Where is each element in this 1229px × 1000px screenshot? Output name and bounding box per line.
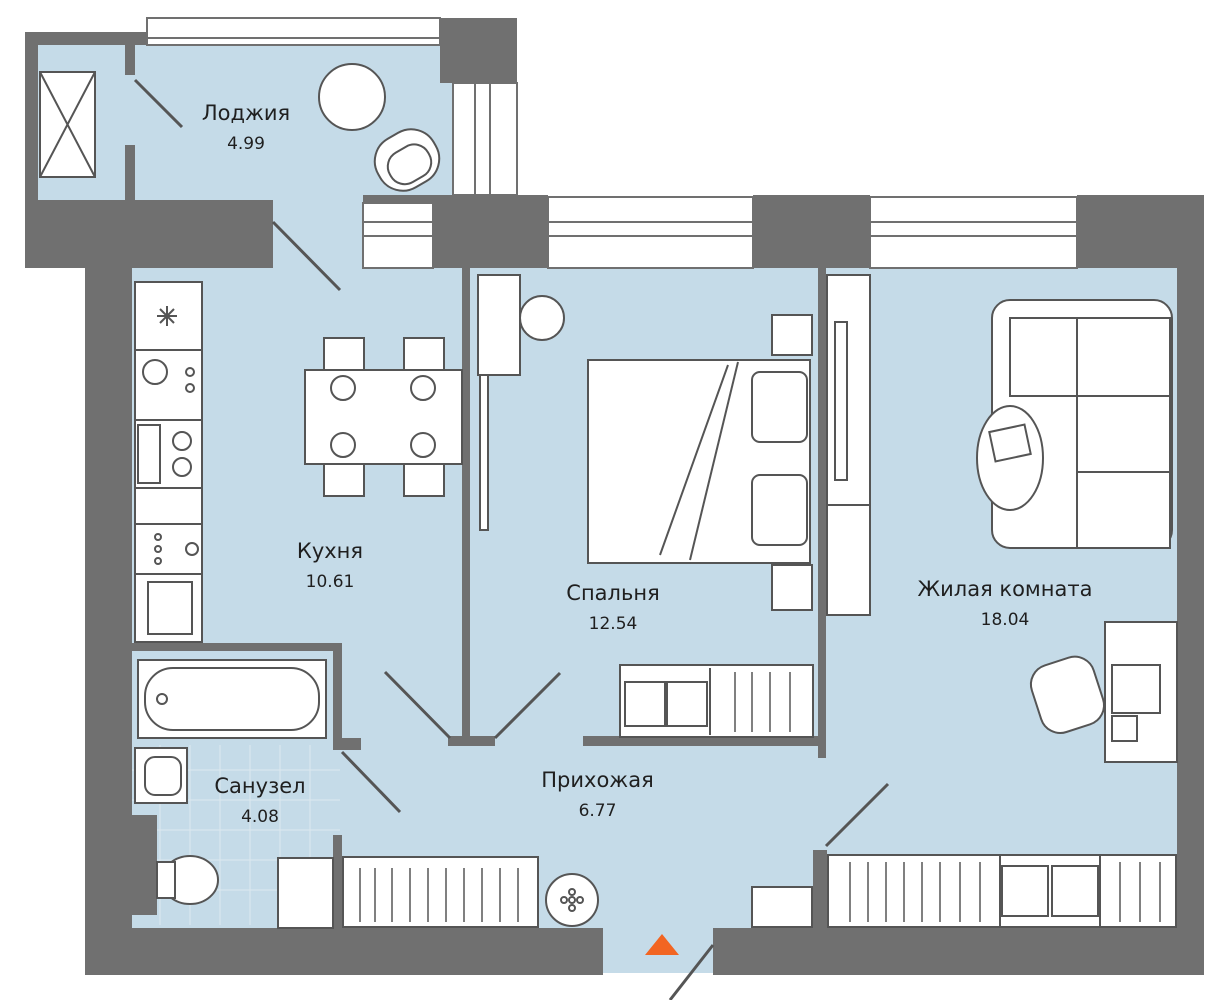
entrance-triangle-icon	[645, 934, 679, 955]
bookshelf	[826, 504, 871, 616]
room-name: Лоджия	[201, 101, 291, 125]
walls	[25, 18, 1204, 975]
room-area: 10.61	[305, 572, 355, 592]
dining-table	[304, 369, 463, 465]
nightstand-top	[771, 314, 813, 356]
wall-top-right-3	[1077, 195, 1204, 268]
room-area: 12.54	[588, 614, 638, 634]
wall-bottom-right	[713, 928, 1204, 975]
wall-bath-left-inner	[132, 815, 157, 915]
wall-bedroom-bottom	[583, 736, 826, 746]
loggia-table	[318, 63, 386, 131]
room-area: 6.77	[578, 801, 617, 821]
room-area: 18.04	[980, 610, 1030, 630]
window-2	[869, 196, 1078, 269]
wall-living-bottom-post	[813, 850, 827, 928]
door-loggia	[133, 78, 184, 129]
wall-loggia-pier	[440, 18, 517, 83]
wall-door-post-1	[448, 736, 470, 746]
room-label-bathroom: Санузел 4.08	[195, 773, 325, 829]
window-lines	[147, 37, 1077, 237]
door-living	[824, 782, 890, 848]
tv-stand	[826, 274, 871, 506]
wall-bath-nub	[333, 738, 361, 750]
wall-door-post-2	[470, 736, 495, 746]
door-bathroom	[340, 750, 402, 814]
desk-chair	[1029, 655, 1105, 734]
window-loggia-right	[452, 82, 518, 196]
room-name: Спальня	[566, 581, 660, 605]
washing-machine	[277, 857, 334, 929]
window-1	[547, 196, 754, 269]
wall-outer-left	[85, 268, 132, 975]
wall-bedroom-living	[818, 268, 826, 758]
loggia-furniture	[39, 63, 441, 192]
door-kitchen	[383, 670, 452, 740]
wall-top-right-2	[753, 195, 870, 268]
wall-kitchen-bedroom	[462, 268, 470, 738]
room-name: Жилая комната	[917, 577, 1093, 601]
door-kitchen-loggia	[271, 220, 342, 292]
room-label-living: Жилая комната 18.04	[895, 576, 1115, 632]
loggia-chair	[373, 128, 441, 192]
bedroom-furniture	[477, 274, 814, 738]
room-label-hallway: Прихожая 6.77	[525, 767, 670, 823]
hall-wardrobe	[342, 856, 539, 928]
nightstand-bottom	[771, 564, 813, 611]
wall-loggia-left	[25, 32, 38, 268]
window-loggia-top	[146, 17, 441, 46]
wall-bath-right	[333, 643, 342, 750]
door-swings	[133, 78, 890, 1000]
door-entrance	[668, 944, 715, 1000]
room-area: 4.08	[241, 807, 279, 827]
wall-bath-right-lower	[333, 835, 342, 928]
wall-loggia-divider-bottom	[125, 145, 135, 203]
room-name: Кухня	[296, 539, 364, 563]
wall-bottom-left	[85, 928, 603, 975]
door-bedroom	[493, 671, 562, 740]
room-name: Санузел	[214, 774, 306, 798]
room-label-bedroom: Спальня 12.54	[543, 580, 683, 636]
room-label-loggia: Лоджия 4.99	[186, 100, 306, 156]
wall-loggia-divider-top	[125, 45, 135, 75]
wall-loggia-top	[25, 32, 147, 45]
counter-plain	[134, 487, 203, 525]
bedroom-wardrobe	[477, 274, 521, 376]
room-name: Прихожая	[541, 768, 654, 792]
wall-kitchen-top	[25, 200, 273, 268]
plant	[519, 295, 565, 341]
hangers	[359, 672, 1161, 922]
room-area: 4.99	[227, 134, 265, 154]
shoe-rack	[751, 886, 813, 928]
wall-bath-top	[132, 643, 342, 651]
wall-outer-right	[1177, 195, 1204, 975]
room-label-kitchen: Кухня 10.61	[270, 538, 390, 594]
kitchen-furniture	[134, 281, 463, 643]
